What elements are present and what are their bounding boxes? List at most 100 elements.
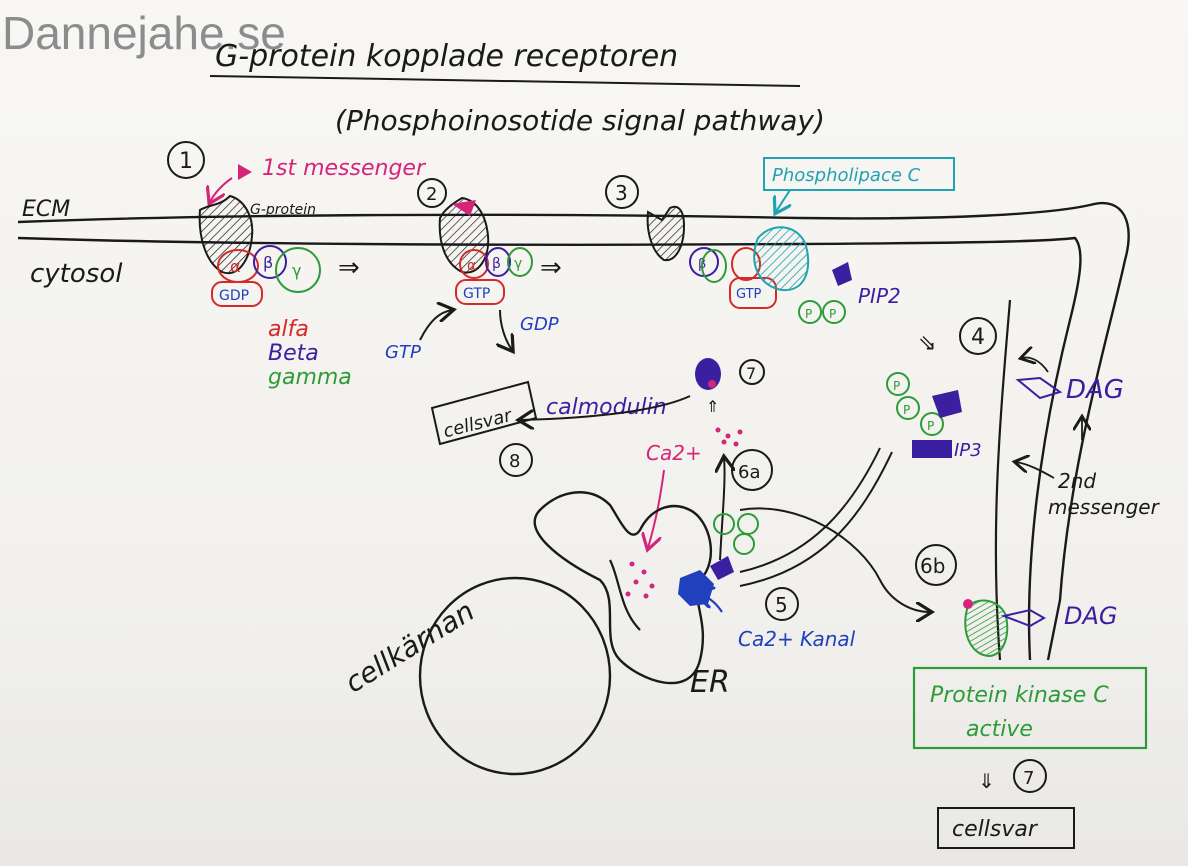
first-messenger-label: 1st messenger xyxy=(262,156,427,181)
beta-symbol-1: β xyxy=(263,253,273,272)
step-2-circle xyxy=(417,178,447,208)
transition-arrow-7a: ⇑ xyxy=(706,397,719,416)
calcium-dots-top xyxy=(715,427,743,447)
ca2-kanal-arrow xyxy=(698,594,723,613)
second-messenger-label-1: 2nd xyxy=(1058,469,1096,493)
step-5-circle xyxy=(765,587,799,621)
alpha-subunit-2 xyxy=(459,249,489,279)
gamma-subunit-3 xyxy=(701,249,727,283)
ip3-phosphate-3 xyxy=(920,412,944,436)
ca2-top-label: Ca2+ xyxy=(646,441,702,465)
gtp-chip-label-3: GTP xyxy=(736,287,762,302)
er-ip3-p3 xyxy=(733,533,755,555)
pip2-phosphate-1 xyxy=(798,300,822,324)
gtp-chip-3 xyxy=(729,277,777,309)
gdp-chip-label: GDP xyxy=(219,288,249,304)
diagram-subtitle: (Phosphoinosotide signal pathway) xyxy=(335,104,825,137)
phospholipace-label: Phospholipace C xyxy=(772,165,921,186)
receptor-1 xyxy=(198,194,254,275)
dag-label-1: DAG xyxy=(1066,375,1124,405)
second-messenger-arrow xyxy=(1016,462,1055,479)
step-7b-circle xyxy=(1013,759,1047,793)
step-7b-number: 7 xyxy=(1023,768,1034,789)
receptor-2 xyxy=(438,196,490,274)
step-7a-circle xyxy=(739,359,765,385)
cytosol-label: cytosol xyxy=(30,259,123,289)
step-6a-arrow xyxy=(720,458,725,561)
alpha-symbol-2: α xyxy=(467,258,476,274)
pkc-label-2: active xyxy=(966,717,1033,742)
er-label: ER xyxy=(690,665,730,700)
beta-symbol-2: β xyxy=(492,256,501,272)
dag-arrow-1 xyxy=(1022,358,1049,373)
pip2-phosphate-2 xyxy=(822,300,846,324)
step-6b-arrow xyxy=(739,507,930,612)
step-5-number: 5 xyxy=(775,593,788,617)
phospholipase-c-enzyme xyxy=(753,226,810,292)
pip2-label: PIP2 xyxy=(858,284,901,308)
watermark: Dannejahe.se xyxy=(2,7,286,59)
step-7a-number: 7 xyxy=(746,364,756,383)
pip2-head xyxy=(832,262,852,286)
step-8-circle xyxy=(499,443,533,477)
beta-subunit-2 xyxy=(485,247,511,277)
pkc-label-1: Protein kinase C xyxy=(930,683,1109,708)
ip3-phosphate-1 xyxy=(886,372,910,396)
first-messenger-triangle xyxy=(238,164,252,180)
ip3-label: IP3 xyxy=(954,440,982,461)
step-3-number: 3 xyxy=(615,181,628,205)
gamma-symbol-2: γ xyxy=(514,256,522,272)
dag-lipid-2 xyxy=(1000,608,1047,628)
ca2-kanal-label: Ca2+ Kanal xyxy=(738,627,856,651)
first-messenger-arrow xyxy=(210,177,233,202)
ligand-2 xyxy=(452,200,476,216)
transition-arrow-1: ⇒ xyxy=(338,253,360,283)
diagram-title: G-protein kopplade receptoren xyxy=(215,39,678,74)
er-ip3-p2 xyxy=(737,513,759,535)
alpha-symbol-1: α xyxy=(230,257,241,276)
gamma-subunit-1 xyxy=(275,247,321,293)
dag-cluster xyxy=(912,440,952,458)
step-6a-number: 6a xyxy=(738,462,760,483)
transition-arrow-4: ⇘ xyxy=(918,331,936,356)
calmodulin-label: calmodulin xyxy=(546,395,667,420)
calcium-dots-er xyxy=(625,561,655,599)
transition-arrow-7b: ⇓ xyxy=(978,769,995,793)
alfa-legend: alfa xyxy=(268,317,309,342)
protein-kinase-c-shape xyxy=(964,599,1009,658)
beta-legend: Beta xyxy=(268,341,319,366)
gdp-out-label: GDP xyxy=(520,314,559,335)
gdp-out-arrow xyxy=(500,309,512,350)
gamma-symbol-1: γ xyxy=(292,261,301,280)
step-3-circle xyxy=(605,175,639,209)
dag-lipid-1 xyxy=(1015,376,1063,400)
ip3-head xyxy=(932,390,962,418)
gdp-chip xyxy=(211,281,263,307)
calmodulin-protein xyxy=(695,358,721,390)
title-underline xyxy=(209,75,801,87)
receptor-3 xyxy=(646,205,686,262)
second-messenger-label-2: messenger xyxy=(1048,495,1161,519)
gtp-chip xyxy=(455,279,505,305)
nucleus xyxy=(418,576,612,776)
gamma-subunit-2 xyxy=(507,247,533,277)
gtp-chip-label: GTP xyxy=(463,286,490,302)
pip2-p1: P xyxy=(805,307,812,321)
step-1-circle xyxy=(167,141,205,179)
cellsvar-label-2: cellsvar xyxy=(952,817,1039,842)
ca2-channel xyxy=(678,570,714,606)
ecm-label: ECM xyxy=(22,197,70,222)
calmodulin-arrow xyxy=(520,395,691,420)
step-6b-number: 6b xyxy=(920,554,945,578)
ip3-phosphate-2 xyxy=(896,396,920,420)
pkc-ca xyxy=(963,599,973,609)
step-1-number: 1 xyxy=(179,149,193,174)
ip3-p1: P xyxy=(893,379,900,393)
ip3-bound-head xyxy=(710,556,734,580)
dag-label-2: DAG xyxy=(1064,602,1118,630)
ip3-path-1 xyxy=(739,451,893,587)
gtp-in-arrow xyxy=(419,310,452,341)
pip2-p2: P xyxy=(829,307,836,321)
pkc-active-box xyxy=(912,666,1148,750)
